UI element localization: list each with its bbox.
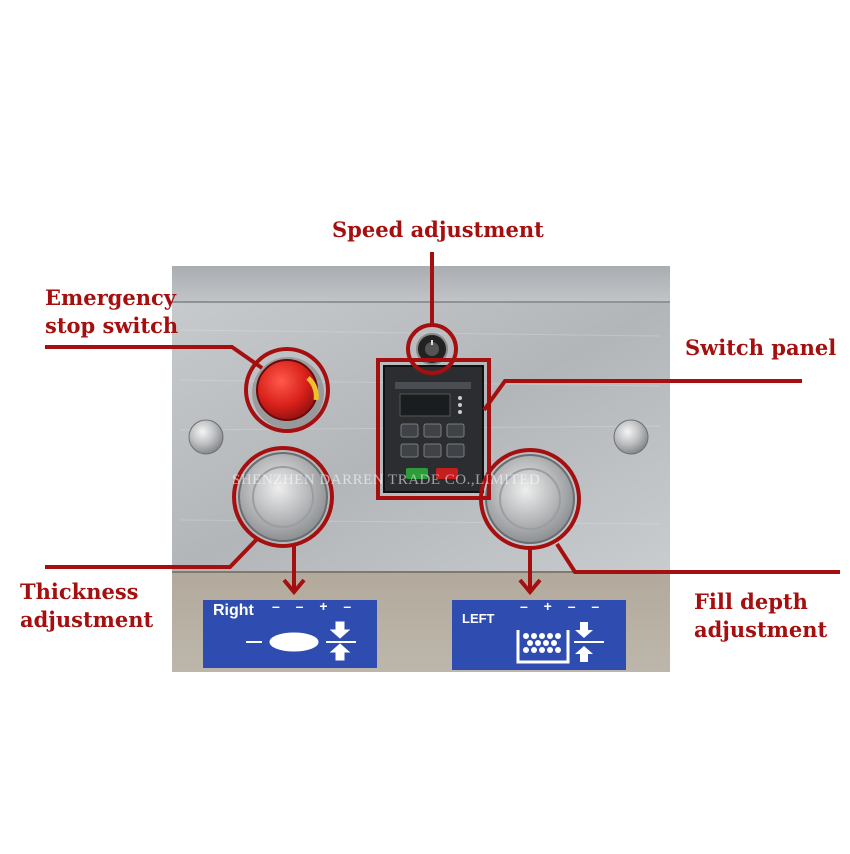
left-plate-label: LEFT <box>462 611 495 626</box>
right-panel-bolt <box>613 419 649 455</box>
left-plate-scale: – + – – <box>520 598 606 614</box>
thickness-adjustment-knob[interactable] <box>238 452 328 542</box>
left-panel-bolt <box>188 419 224 455</box>
callout-highlights <box>232 323 581 550</box>
watermark-text: SHENZHEN DARREN TRADE CO.,LIMITED <box>232 472 541 488</box>
callout-leader-lines <box>45 252 840 574</box>
speed-adjustment-label: Speed adjustment <box>332 217 544 242</box>
emergency-stop-button[interactable] <box>256 359 318 421</box>
thickness-knob-highlight <box>232 446 334 548</box>
thickness-adjustment-label: Thickness adjustment <box>20 578 153 634</box>
right-plate-label: Right <box>213 602 254 619</box>
inverter-key[interactable] <box>446 423 465 438</box>
emergency-stop-label: Emergency stop switch <box>45 284 178 340</box>
inverter-key[interactable] <box>423 423 442 438</box>
fill-depth-label-line2: adjustment <box>694 617 828 642</box>
tablet-thickness-pictogram <box>246 621 356 661</box>
right-plate-scale: – – + – <box>272 598 358 614</box>
inverter-key[interactable] <box>400 443 419 458</box>
switch-panel-label: Switch panel <box>685 335 837 360</box>
left-adjustment-plate <box>452 600 626 670</box>
inverter-stop-key[interactable] <box>436 468 458 479</box>
fill-depth-label-line1: Fill depth <box>694 589 808 614</box>
switch-panel-highlight <box>376 358 491 500</box>
thickness-label-line1: Thickness <box>20 579 139 604</box>
adjustment-arrows <box>282 546 542 596</box>
emergency-stop-label-line2: stop switch <box>45 313 179 338</box>
thickness-label-line2: adjustment <box>20 607 154 632</box>
inverter-key[interactable] <box>423 443 442 458</box>
inverter-key[interactable] <box>446 443 465 458</box>
fill-depth-pictogram <box>516 622 604 664</box>
inverter-display <box>399 393 451 417</box>
inverter-key[interactable] <box>400 423 419 438</box>
emergency-stop-highlight <box>244 347 330 433</box>
inverter-run-key[interactable] <box>406 468 428 479</box>
emergency-stop-label-line1: Emergency <box>45 285 176 310</box>
fill-depth-adjustment-label: Fill depth adjustment <box>694 588 827 644</box>
machine-top-housing <box>172 266 670 306</box>
